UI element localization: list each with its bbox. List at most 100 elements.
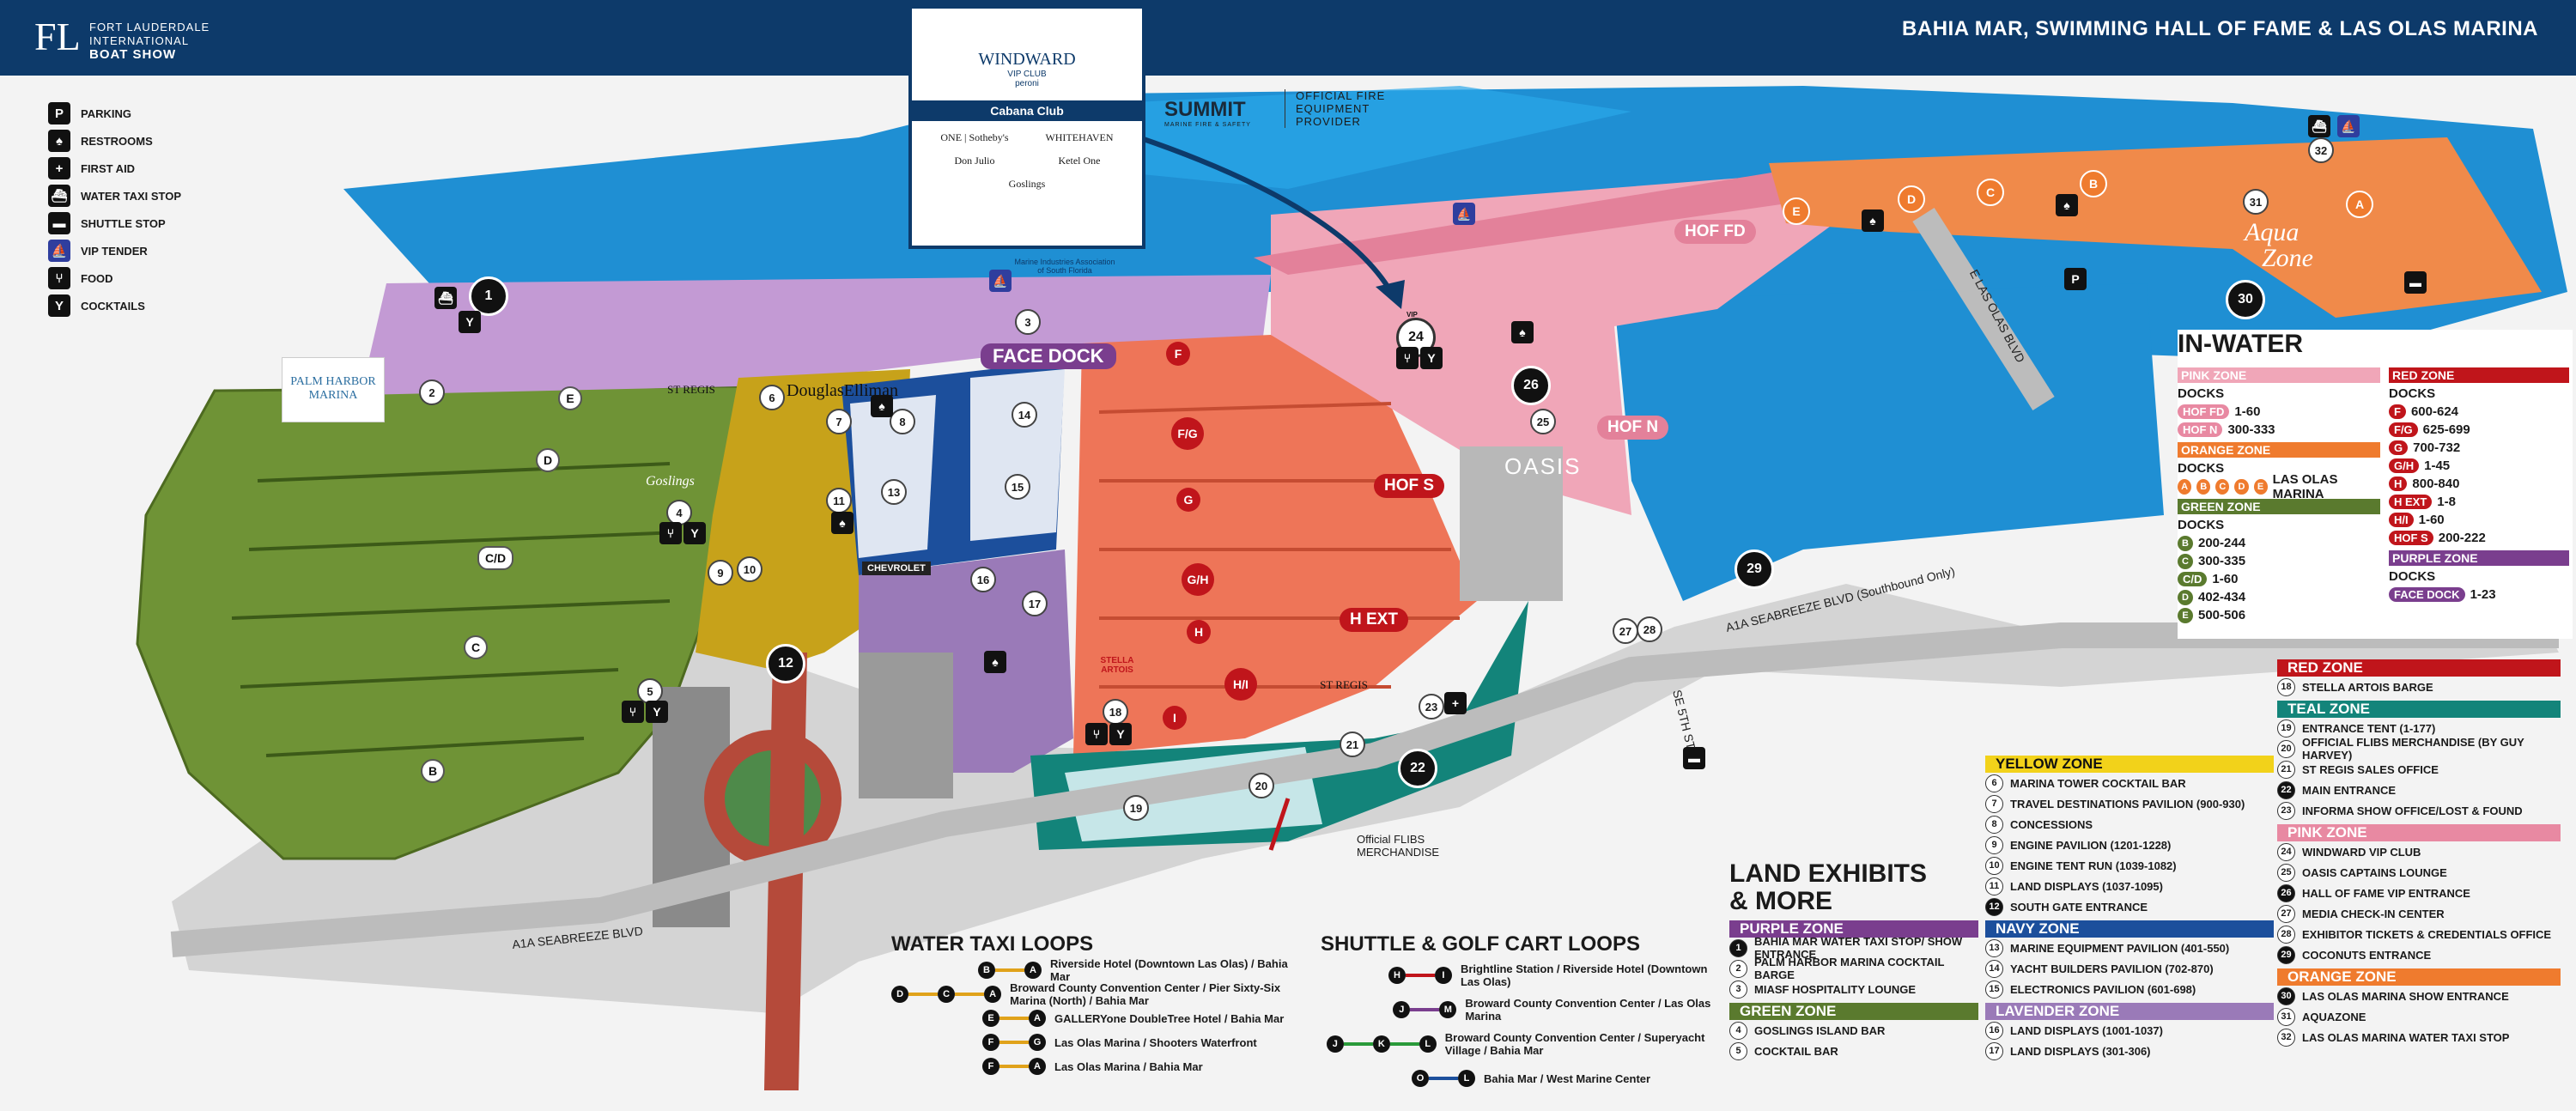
legend-item-label: COCKTAIL BAR — [1754, 1044, 1838, 1058]
cabana-club-band: Cabana Club — [912, 100, 1142, 121]
dock-pin-orange-c: C — [1977, 179, 2004, 206]
marker-23: 23 — [1419, 694, 1444, 719]
legend-item-label: CONCESSIONS — [2010, 817, 2093, 831]
hof-fd-label: HOF FD — [1674, 220, 1756, 244]
loop-label: Riverside Hotel (Downtown Las Olas) / Ba… — [1050, 957, 1288, 983]
legend-item-number: 28 — [2277, 925, 2295, 944]
loop-stop-badge: K — [1372, 1035, 1390, 1053]
legend-item-label: ENGINE TENT RUN (1039-1082) — [2010, 859, 2177, 872]
legend-item-number: 22 — [2277, 780, 2295, 799]
map-vip-tender-icon-west: ⛵ — [989, 270, 1012, 292]
face-dock-label: FACE DOCK — [981, 343, 1116, 369]
in-water-title: IN-WATER — [2178, 330, 2304, 358]
loop-stop-badge: A — [1029, 1058, 1046, 1075]
restrooms-icon: ♠ — [48, 130, 70, 152]
legend-item-label: LAND DISPLAYS (301-306) — [2010, 1044, 2151, 1058]
zone-header: PINK ZONE — [2277, 824, 2561, 841]
loop-stop-badge: A — [1024, 962, 1042, 979]
legend-item-label: BAHIA MAR WATER TAXI STOP/ SHOW ENTRANCE — [1754, 935, 1963, 961]
map-vip-tender-icon-east: ⛵ — [2337, 115, 2360, 137]
legend-item-label: MAIN ENTRANCE — [2302, 783, 2397, 797]
windward-arrowhead — [1376, 280, 1405, 309]
dock-pin-green-cd: C/D — [477, 546, 513, 570]
windward-sponsors: ONE | Sotheby's WHITEHAVEN Don Julio Ket… — [912, 121, 1142, 201]
loop-stop-badge: F — [982, 1034, 999, 1051]
vip-tender-icon: ⛵ — [48, 240, 70, 262]
loop-stop-badge: A — [984, 986, 1002, 1003]
loop-stop-badge: D — [891, 986, 909, 1003]
marker-21: 21 — [1340, 732, 1365, 757]
legend-item-label: AQUAZONE — [2302, 1010, 2366, 1023]
map-cocktails-icon-2: Y — [646, 701, 668, 723]
seabreeze-road — [170, 622, 2559, 957]
legend-food: ⑂FOOD — [48, 264, 181, 292]
loop-stop-badge: M — [1439, 1001, 1457, 1018]
map-food-icon-1: ⑂ — [659, 522, 682, 544]
merch-arrow — [1268, 798, 1291, 851]
zone-header: YELLOW ZONE — [1985, 756, 2274, 773]
legend-item-label: MARINE EQUIPMENT PAVILION (401-550) — [2010, 941, 2230, 955]
header-title: BAHIA MAR, SWIMMING HALL OF FAME & LAS O… — [1902, 17, 2538, 40]
entrance-26: 26 — [1511, 366, 1551, 405]
legend-item-number: 20 — [2277, 739, 2295, 758]
basin-water — [1614, 283, 2164, 601]
legend-item-number: 11 — [1985, 877, 2003, 895]
legend-item-number: 32 — [2277, 1028, 2295, 1047]
marker-11: 11 — [826, 488, 852, 513]
loop-stop-badge: G — [1029, 1034, 1046, 1051]
dock-pin-green-c: C — [464, 635, 488, 659]
legend-vip-tender: ⛵VIP TENDER — [48, 237, 181, 264]
marker-8: 8 — [890, 409, 915, 434]
legend-item-label: LAND DISPLAYS (1037-1095) — [2010, 879, 2163, 893]
legend-water-taxi: ⛴WATER TAXI STOP — [48, 182, 181, 209]
chevrolet-logo: CHEVROLET — [862, 562, 931, 575]
loop-connector — [908, 993, 939, 996]
legend-item-label: ELECTRONICS PAVILION (601-698) — [2010, 982, 2196, 996]
map-food-icon-3: ⑂ — [1085, 723, 1108, 745]
legend-item-number: 27 — [2277, 904, 2295, 923]
windward-title: WINDWARD — [978, 50, 1076, 69]
legend-item-number: 23 — [2277, 801, 2295, 820]
marker-15: 15 — [1005, 474, 1030, 500]
loop-stop-badge: L — [1419, 1035, 1437, 1053]
loop-stop-badge: B — [978, 962, 996, 979]
legend-item-number: 30 — [2277, 987, 2295, 1005]
navy-tent-2 — [970, 369, 1065, 541]
loop-label: Las Olas Marina / Bahia Mar — [1054, 1059, 1203, 1073]
legend-item-number: 7 — [1985, 794, 2003, 813]
loop-connector — [1405, 974, 1435, 977]
legend-item-label: LAS OLAS MARINA WATER TAXI STOP — [2302, 1030, 2510, 1044]
sponsor-don-julio: Don Julio — [954, 155, 995, 167]
marker-7: 7 — [826, 409, 852, 434]
legend-item-number: 9 — [1985, 835, 2003, 854]
loop-connector — [1389, 1042, 1419, 1046]
marker-16: 16 — [970, 567, 996, 592]
legend-item-number: 18 — [2277, 677, 2295, 696]
fl-logo-mark: FL — [34, 15, 81, 58]
marker-18: 18 — [1103, 699, 1128, 725]
